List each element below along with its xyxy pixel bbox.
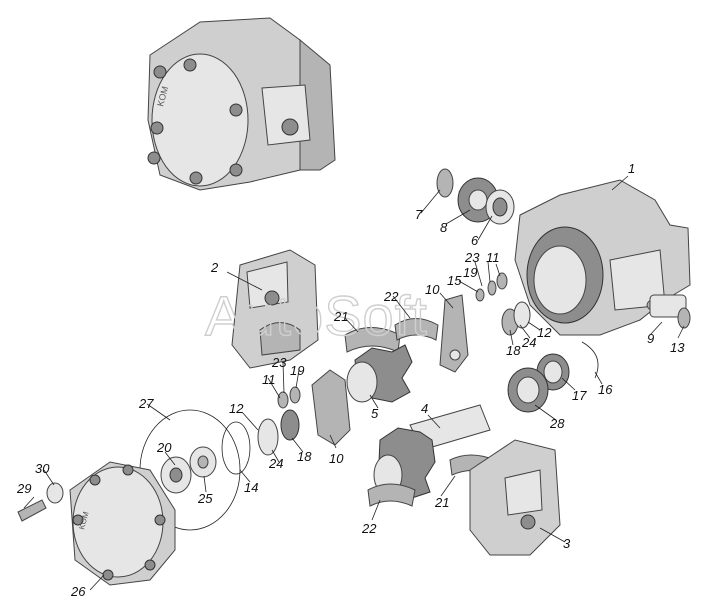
- part-label: 28: [549, 416, 565, 431]
- part-label: 23: [271, 355, 287, 370]
- part-label: 16: [598, 382, 613, 397]
- part-label: 23: [464, 250, 480, 265]
- part-label: 19: [463, 265, 477, 280]
- bearing-block-lower: [469, 439, 561, 556]
- part-label: 11: [262, 372, 276, 387]
- part-label: 13: [670, 340, 685, 355]
- part-label: 29: [16, 481, 31, 496]
- part-label: 14: [244, 480, 258, 495]
- part-label: 22: [383, 289, 399, 304]
- part-label: 21: [333, 309, 348, 324]
- part-label: 7: [415, 207, 423, 222]
- part-label: 27: [138, 396, 154, 411]
- part-label: 2: [210, 260, 219, 275]
- plate-lower: [221, 369, 351, 475]
- assembled-pump-drawing: KOM: [147, 17, 336, 191]
- part-label: 18: [297, 449, 312, 464]
- part-label: 6: [471, 233, 479, 248]
- oring-and-washers: [139, 409, 241, 531]
- part-label: 22: [361, 521, 377, 536]
- part-label: 21: [434, 495, 449, 510]
- leader-lines: [23, 175, 685, 591]
- part-label: 26: [70, 584, 86, 599]
- part-label: 20: [156, 440, 172, 455]
- part-label: 8: [440, 220, 448, 235]
- part-label: 4: [421, 401, 428, 416]
- part-label: 5: [371, 406, 379, 421]
- housing-part: [514, 179, 691, 336]
- part-label: 12: [537, 325, 552, 340]
- seal-rings: [507, 341, 599, 413]
- part-label: 15: [447, 273, 462, 288]
- watermark: AutoSoft: [205, 284, 428, 347]
- part-label: 3: [563, 536, 571, 551]
- part-label: 12: [229, 401, 244, 416]
- end-cover: KOM: [17, 461, 176, 586]
- part-label: 19: [290, 363, 304, 378]
- part-label: 11: [486, 250, 500, 265]
- bearing-assembly: [436, 168, 515, 225]
- part-label: 18: [506, 343, 521, 358]
- part-label: 9: [647, 331, 654, 346]
- part-label: 30: [35, 461, 50, 476]
- part-label: 24: [521, 335, 536, 350]
- plate-upper: [439, 272, 531, 373]
- driven-gear: [344, 318, 439, 403]
- part-label: 1: [628, 161, 635, 176]
- part-label: 17: [572, 388, 587, 403]
- part-label: 10: [425, 282, 440, 297]
- bearing-block-upper: [231, 249, 319, 369]
- part-numbers: 1 2 3 4 5 6 7 8 9 10 10 11 11 12 12 13 1…: [16, 161, 685, 599]
- part-label: 10: [329, 451, 344, 466]
- part-label: 25: [197, 491, 213, 506]
- part-label: 24: [268, 456, 283, 471]
